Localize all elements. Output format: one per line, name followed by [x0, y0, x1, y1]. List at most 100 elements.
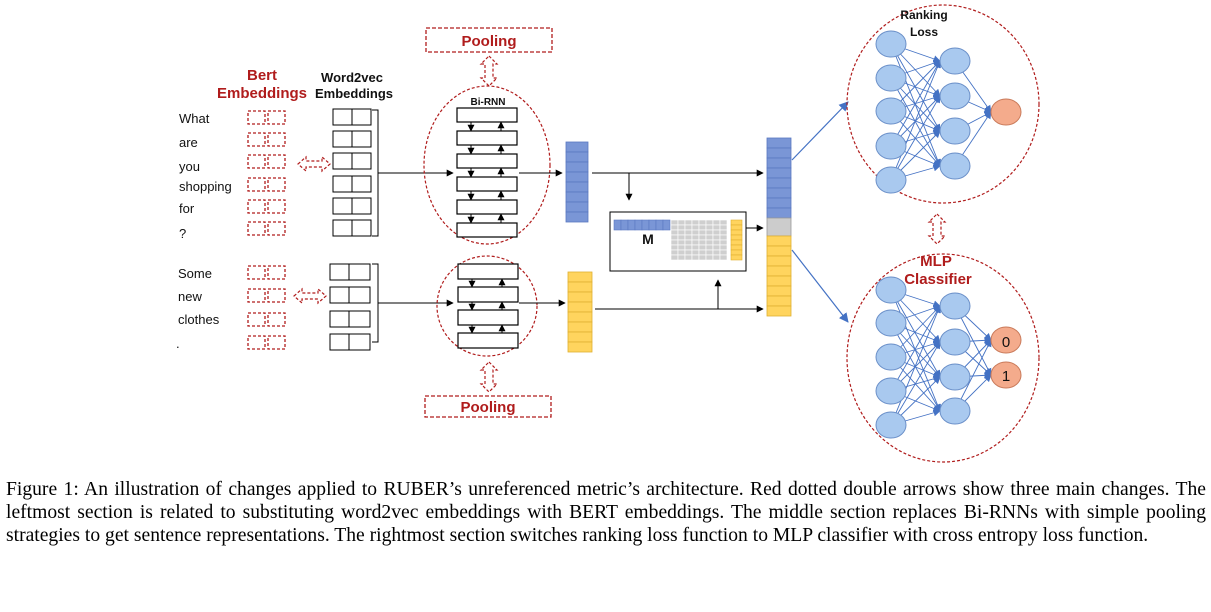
embedding-cell-right: [267, 288, 286, 303]
m-matrix-cell: [698, 229, 707, 236]
rnn-cell: [456, 130, 518, 146]
m-query-cell: [641, 219, 650, 231]
m-query-strip: [613, 219, 671, 231]
concat-response-cell: [766, 235, 792, 247]
bert-embedding: [247, 199, 286, 214]
m-matrix-grid: [670, 219, 728, 261]
network-node: [939, 328, 971, 356]
network-node: [875, 97, 907, 125]
network-edge: [890, 43, 941, 132]
pooling-bottom-double-arrow: [479, 361, 499, 393]
concat-query-cell: [766, 177, 792, 189]
m-matrix-cell: [698, 219, 707, 226]
m-matrix-cell: [719, 234, 728, 241]
query-word: shopping: [179, 179, 232, 194]
network-node: [875, 411, 907, 439]
embedding-cell-right: [267, 199, 286, 214]
m-response-cell: [730, 229, 743, 236]
word2vec-embedding-cells: [329, 108, 372, 351]
query-vector-cell: [565, 191, 589, 203]
m-query-cell: [620, 219, 629, 231]
response-word: new: [178, 289, 202, 304]
concat-similarity-cell: [766, 217, 792, 237]
bert-word2vec-double-arrow-2: [293, 287, 327, 305]
bert-embedding: [247, 110, 286, 125]
pooling-top-box: [425, 27, 553, 53]
word2vec-embedding: [329, 333, 371, 351]
m-matrix-cell: [698, 254, 707, 261]
network-output-node: [990, 98, 1022, 126]
concat-query-cell: [766, 167, 792, 179]
word2vec-label-line2: Embeddings: [315, 86, 393, 101]
response-vector: [567, 271, 593, 353]
query-vector-cell: [565, 171, 589, 183]
m-matrix-cell: [670, 234, 679, 241]
birnn-bottom-cells: [457, 263, 519, 349]
network-node: [875, 276, 907, 304]
concat-response-cell: [766, 305, 792, 317]
m-matrix-cell: [684, 244, 693, 251]
m-query-cell: [648, 219, 657, 231]
m-response-cell: [730, 254, 743, 261]
m-response-cell: [730, 244, 743, 251]
query-vector-cell: [565, 141, 589, 153]
m-matrix-cell: [677, 219, 686, 226]
concat-query-cell: [766, 207, 792, 219]
embedding-cell-left: [247, 312, 266, 327]
query-vector-cell: [565, 181, 589, 193]
network-edge: [890, 77, 941, 167]
network-edge: [890, 289, 941, 378]
m-matrix-cell: [712, 229, 721, 236]
rnn-cell: [457, 263, 519, 280]
concat-to-mlp-arrow: [791, 249, 849, 323]
m-matrix-cell: [684, 229, 693, 236]
rnn-cell: [457, 286, 519, 303]
m-matrix-cell: [705, 239, 714, 246]
embedding-cell-left: [247, 221, 266, 236]
response-vector-cell: [567, 281, 593, 293]
m-matrix-cell: [684, 224, 693, 231]
embedding-cell-right: [267, 110, 286, 125]
m-matrix-cell: [705, 219, 714, 226]
network-edge: [890, 60, 941, 147]
embedding-cell-right: [267, 132, 286, 147]
network-node: [875, 309, 907, 337]
m-matrix-cell: [684, 254, 693, 261]
m-response-strip: [730, 219, 743, 261]
m-matrix-cell: [712, 244, 721, 251]
query-word: ?: [179, 226, 186, 241]
rnn-cell: [456, 153, 518, 169]
ranking-network: [875, 30, 1022, 194]
m-matrix-cell: [698, 224, 707, 231]
concat-response-cell: [766, 245, 792, 257]
rnn-cell: [456, 222, 518, 238]
pooling-bottom-box: [424, 395, 552, 418]
network-node: [939, 117, 971, 145]
query-vector-cell: [565, 161, 589, 173]
bert-word2vec-double-arrow-1: [297, 155, 331, 173]
concat-query-cell: [766, 147, 792, 159]
m-matrix-cell: [684, 249, 693, 256]
bert-embedding-cells: [247, 110, 286, 350]
bert-embedding: [247, 154, 286, 169]
query-word: you: [179, 159, 200, 174]
m-matrix-cell: [691, 249, 700, 256]
output-0-label: 0: [1002, 334, 1010, 351]
m-response-cell: [730, 234, 743, 241]
word2vec-embedding: [329, 286, 371, 304]
embedding-cell-left: [247, 288, 266, 303]
network-node: [875, 30, 907, 58]
m-response-cell: [730, 239, 743, 246]
m-matrix-cell: [698, 244, 707, 251]
query-bracket: [372, 109, 379, 237]
network-output-node: [990, 361, 1022, 389]
embedding-cell-right: [267, 265, 286, 280]
m-matrix-cell: [691, 234, 700, 241]
concat-query-cell: [766, 157, 792, 169]
birnn-top-ellipse: [423, 85, 551, 245]
network-node: [939, 152, 971, 180]
response-vector-cell: [567, 271, 593, 283]
bert-embedding: [247, 312, 286, 327]
m-matrix-cell: [691, 239, 700, 246]
ranking-mlp-double-arrow: [927, 213, 947, 245]
